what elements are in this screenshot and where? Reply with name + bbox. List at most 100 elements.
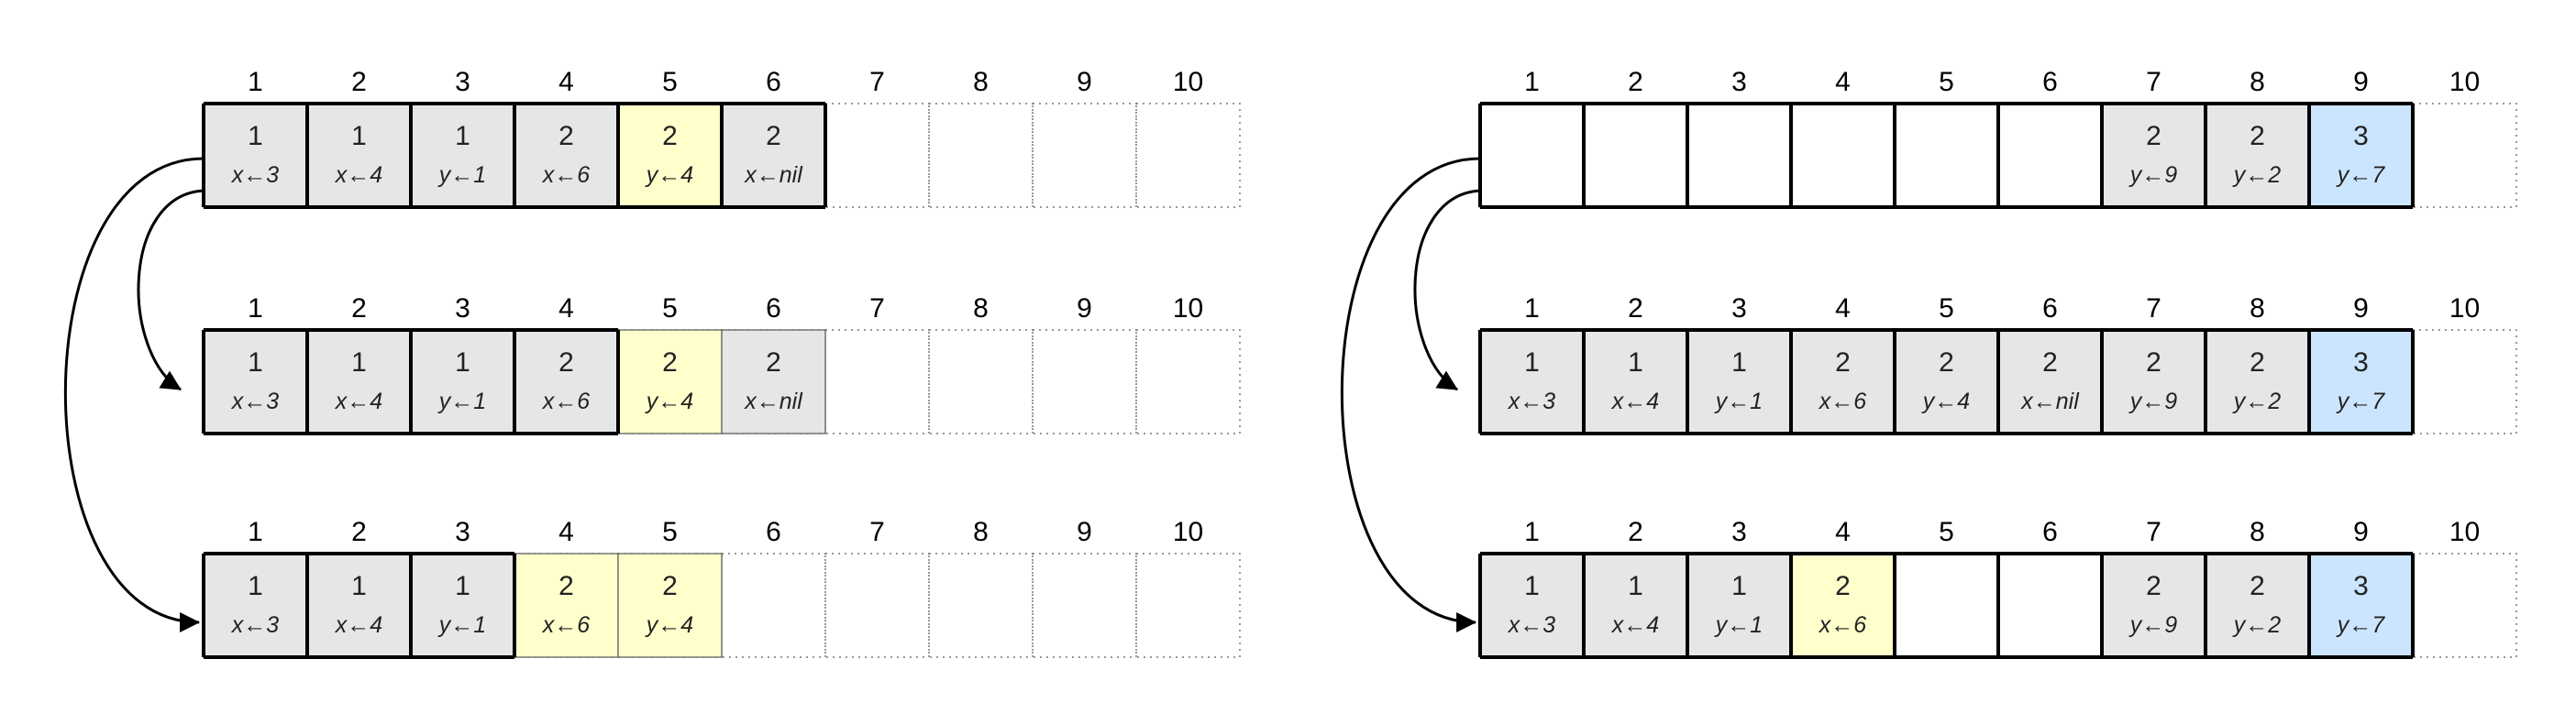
- entry-term: 2: [2250, 121, 2265, 151]
- log-entry: [1686, 103, 1792, 208]
- log-index-label: 6: [2042, 517, 2058, 547]
- log-slot: [2412, 103, 2517, 208]
- log-entry: [2101, 553, 2206, 658]
- log-index-label: 8: [2250, 293, 2265, 324]
- log-index-label: 10: [2449, 517, 2480, 547]
- log-index-label: 2: [1628, 517, 1643, 547]
- replication-arrow: [137, 189, 205, 391]
- log-index-label: 4: [1835, 293, 1851, 324]
- log-entry: [410, 103, 515, 208]
- log-index-label: 9: [2353, 517, 2369, 547]
- entry-command: x←3: [231, 162, 280, 188]
- log-index-label: 2: [1628, 293, 1643, 324]
- entry-command: x←3: [231, 389, 280, 414]
- log-entry: [306, 329, 412, 434]
- log-entry: [514, 553, 619, 658]
- entry-command: y←1: [437, 612, 486, 638]
- entry-term: 2: [2042, 347, 2058, 378]
- log-slot: [1032, 103, 1137, 208]
- log-entry: [1479, 553, 1585, 658]
- entry-command: x←4: [335, 612, 382, 638]
- log-entry: [2308, 103, 2414, 208]
- entry-command: y←9: [2128, 389, 2178, 414]
- log-index-label: 4: [1835, 67, 1851, 97]
- entry-command: x←6: [542, 389, 591, 414]
- log-slot: [2412, 553, 2517, 658]
- log-index-label: 4: [558, 293, 574, 324]
- log-entry: [514, 103, 619, 208]
- log-index-label: 2: [1628, 67, 1643, 97]
- log-index-label: 10: [1173, 293, 1203, 324]
- log-index-label: 7: [869, 293, 885, 324]
- log-index-label: 3: [455, 517, 470, 547]
- log-index-label: 6: [2042, 293, 2058, 324]
- log-index-label: 7: [2146, 67, 2161, 97]
- entry-term: 2: [558, 121, 574, 151]
- log-index-label: 10: [1173, 67, 1203, 97]
- log-entry: [617, 329, 723, 434]
- log-index-label: 7: [2146, 293, 2161, 324]
- log-index-label: 3: [1731, 67, 1747, 97]
- log-index-label: 7: [869, 67, 885, 97]
- log-index-label: 5: [1939, 67, 1954, 97]
- log-index-label: 5: [662, 67, 678, 97]
- entry-command: x←4: [1611, 612, 1659, 638]
- log-entry: [1686, 553, 1792, 658]
- log-index-label: 1: [1524, 67, 1540, 97]
- log-index-label: 4: [558, 517, 574, 547]
- log-entry: [1583, 553, 1688, 658]
- entry-term: 2: [1835, 347, 1851, 378]
- log-entry: [410, 553, 515, 658]
- log-entry: [1790, 103, 1896, 208]
- log-index-label: 4: [1835, 517, 1851, 547]
- entry-command: x←4: [335, 162, 382, 188]
- entry-term: 1: [1524, 347, 1540, 378]
- entry-command: y←1: [1714, 389, 1763, 414]
- entry-term: 1: [455, 347, 470, 378]
- entry-command: y←9: [2128, 612, 2178, 638]
- log-index-label: 8: [973, 67, 989, 97]
- log-index-label: 9: [1077, 517, 1092, 547]
- entry-term: 1: [351, 347, 367, 378]
- entry-term: 2: [2250, 571, 2265, 601]
- log-entry: [1583, 329, 1688, 434]
- log-index-label: 9: [1077, 67, 1092, 97]
- log-index-label: 7: [2146, 517, 2161, 547]
- entry-term: 2: [2146, 347, 2161, 378]
- log-entry: [1997, 553, 2103, 658]
- log-entry: [1686, 329, 1792, 434]
- log-index-label: 6: [766, 67, 781, 97]
- log-index-label: 1: [248, 293, 263, 324]
- log-index-label: 2: [351, 517, 367, 547]
- log-index-label: 9: [2353, 67, 2369, 97]
- log-index-label: 3: [1731, 517, 1747, 547]
- entry-command: x←6: [1819, 389, 1867, 414]
- log-entry: [2205, 329, 2310, 434]
- log-entry: [306, 103, 412, 208]
- log-slot: [824, 103, 930, 208]
- log-slot: [1135, 329, 1241, 434]
- entry-term: 3: [2353, 571, 2369, 601]
- log-entry: [1790, 553, 1896, 658]
- entry-term: 1: [351, 121, 367, 151]
- log-index-label: 10: [1173, 517, 1203, 547]
- log-entry: [203, 103, 308, 208]
- log-entry: [1583, 103, 1688, 208]
- log-entry: [2101, 329, 2206, 434]
- entry-term: 2: [662, 571, 678, 601]
- log-entry: [2205, 103, 2310, 208]
- entry-command: y←4: [1921, 389, 1970, 414]
- log-entry: [721, 103, 826, 208]
- log-index-label: 1: [1524, 517, 1540, 547]
- entry-term: 2: [662, 121, 678, 151]
- log-entry: [1894, 103, 1999, 208]
- entry-command: y←2: [2232, 162, 2282, 188]
- log-entry: [1790, 329, 1896, 434]
- entry-command: x←3: [1508, 389, 1556, 414]
- log-index-label: 5: [662, 293, 678, 324]
